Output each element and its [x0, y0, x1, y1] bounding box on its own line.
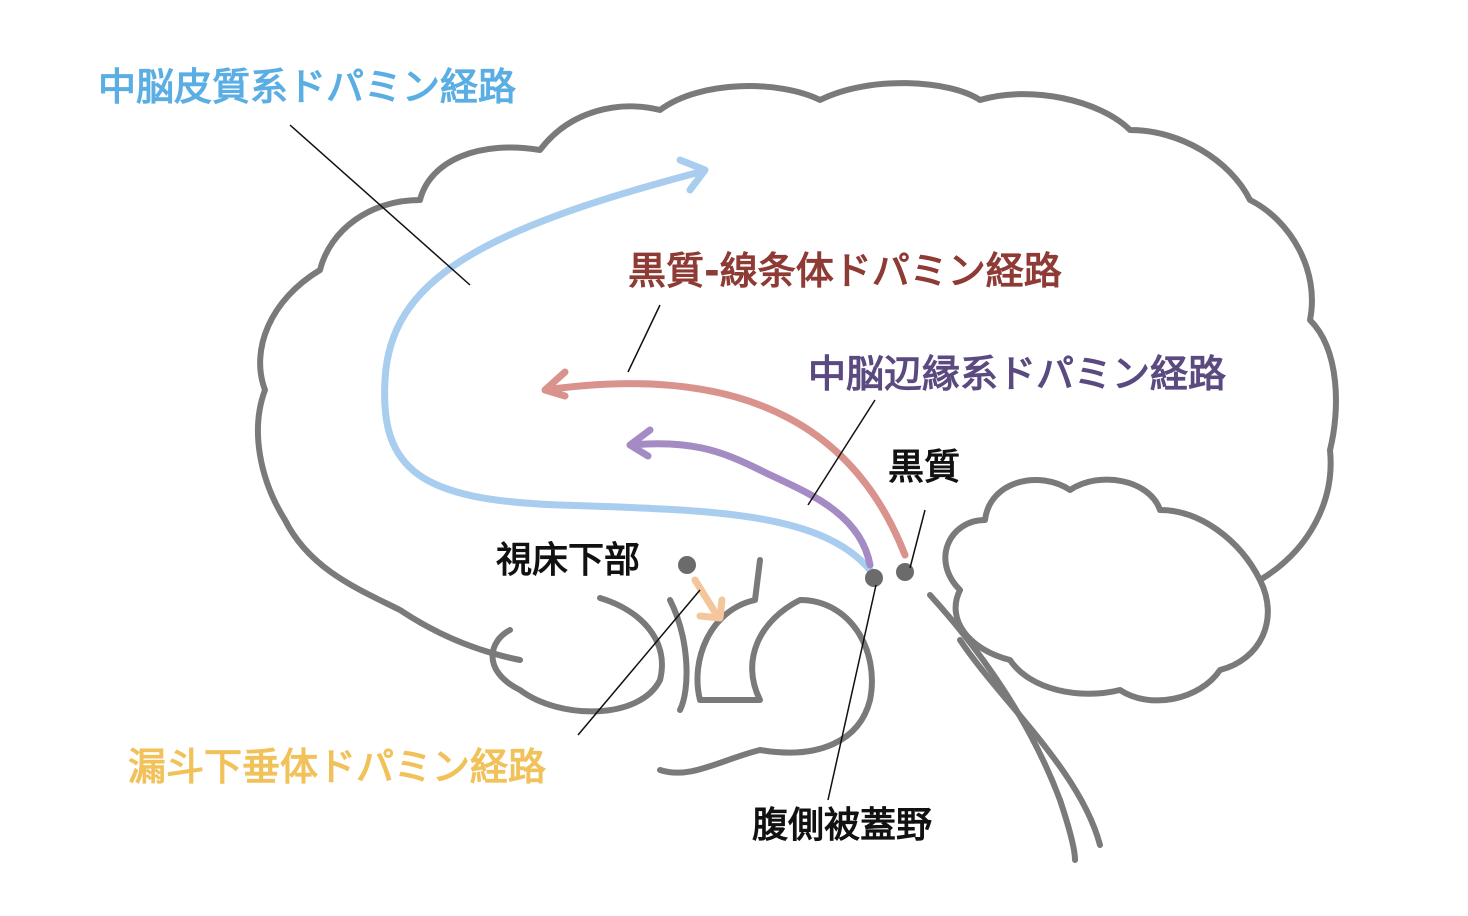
tuberoinfundibular-pathway-arrow	[691, 576, 726, 622]
vta-dot	[865, 569, 883, 587]
mesolimbic-pathway-label: 中脳辺縁系ドパミン経路	[808, 352, 1227, 396]
hypothalamus-dot	[678, 556, 696, 574]
vta-label: 腹側被蓋野	[752, 805, 933, 846]
nigrostriatal-pathway-arrow	[541, 368, 909, 559]
mesocortical-leader-line	[289, 124, 471, 286]
brainstem-outline-front	[957, 637, 1103, 848]
tuberoinfundibular-leader-line	[577, 589, 701, 736]
cerebellum-outline	[942, 476, 1271, 704]
temporal-lobe-outline	[489, 595, 665, 715]
pituitary-outline	[667, 597, 690, 713]
brainstem-outline	[927, 592, 1078, 863]
cerebrum-outline	[254, 80, 1339, 663]
substantia-nigra-label: 黒質	[888, 447, 961, 488]
midbrain-outline	[657, 557, 875, 776]
mesolimbic-pathway-arrow	[626, 426, 874, 569]
mesocortical-pathway-arrow	[381, 156, 874, 574]
substantia-nigra-leader-line	[909, 509, 926, 569]
tuberoinfundibular-pathway-label: 漏斗下垂体ドパミン経路	[128, 745, 547, 789]
nigrostriatal-leader-line	[627, 304, 661, 373]
hypothalamus-label: 視床下部	[496, 540, 641, 581]
mesolimbic-leader-line	[807, 399, 876, 506]
nigrostriatal-pathway-label: 黒質-線条体ドパミン経路	[628, 249, 1062, 293]
mesocortical-pathway-label: 中脳皮質系ドパミン経路	[98, 65, 517, 109]
vta-leader-line	[827, 584, 877, 801]
